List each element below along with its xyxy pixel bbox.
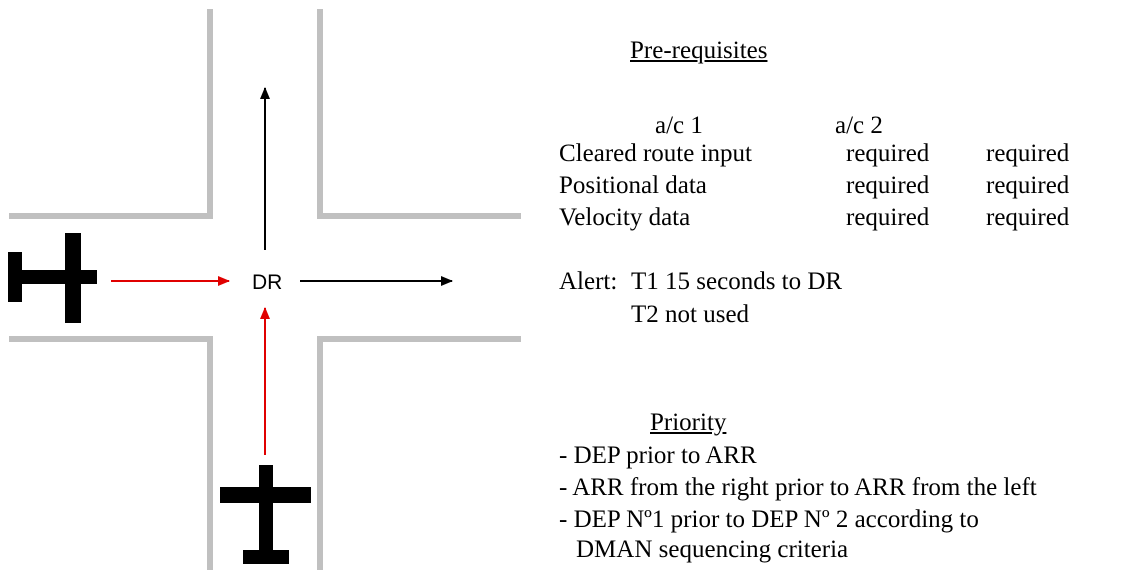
intersection-diagram: DR — [8, 9, 521, 570]
priority-item: - DEP Nº1 prior to DEP Nº 2 according to — [559, 506, 979, 533]
taxiway-edges — [9, 9, 521, 570]
priority-item: - ARR from the right prior to ARR from t… — [559, 474, 1037, 501]
priority-heading: Priority — [650, 409, 727, 436]
taxiway-edge-bottom-left — [9, 336, 213, 570]
alert-t1: T1 15 seconds to DR — [631, 268, 843, 295]
prereq-row-label: Cleared route input — [559, 140, 752, 167]
aircraft-icon — [8, 233, 97, 323]
prerequisites-heading: Pre-requisites — [630, 37, 768, 64]
prereq-row-ac1: required — [846, 140, 930, 167]
prereq-row-ac1: required — [846, 204, 930, 231]
prereq-row-label: Velocity data — [559, 204, 691, 231]
prereq-row-ac2: required — [986, 172, 1070, 199]
taxiway-edge-top-right — [317, 9, 521, 219]
taxiway-edge-top-left — [9, 9, 213, 219]
prereq-row-label: Positional data — [559, 172, 707, 199]
alert-t2: T2 not used — [631, 301, 750, 328]
priority-item: DMAN sequencing criteria — [576, 536, 849, 563]
junction-label-dr: DR — [252, 271, 282, 294]
prereq-row-ac1: required — [846, 172, 930, 199]
column-header-ac1: a/c 1 — [655, 112, 703, 139]
priority-item: - DEP prior to ARR — [559, 442, 757, 469]
alert-label: Alert: — [559, 268, 618, 295]
taxiway-edge-bottom-right — [317, 336, 521, 570]
column-header-ac2: a/c 2 — [835, 112, 883, 139]
prereq-row-ac2: required — [986, 204, 1070, 231]
aircraft-icon — [220, 465, 311, 564]
prereq-row-ac2: required — [986, 140, 1070, 167]
